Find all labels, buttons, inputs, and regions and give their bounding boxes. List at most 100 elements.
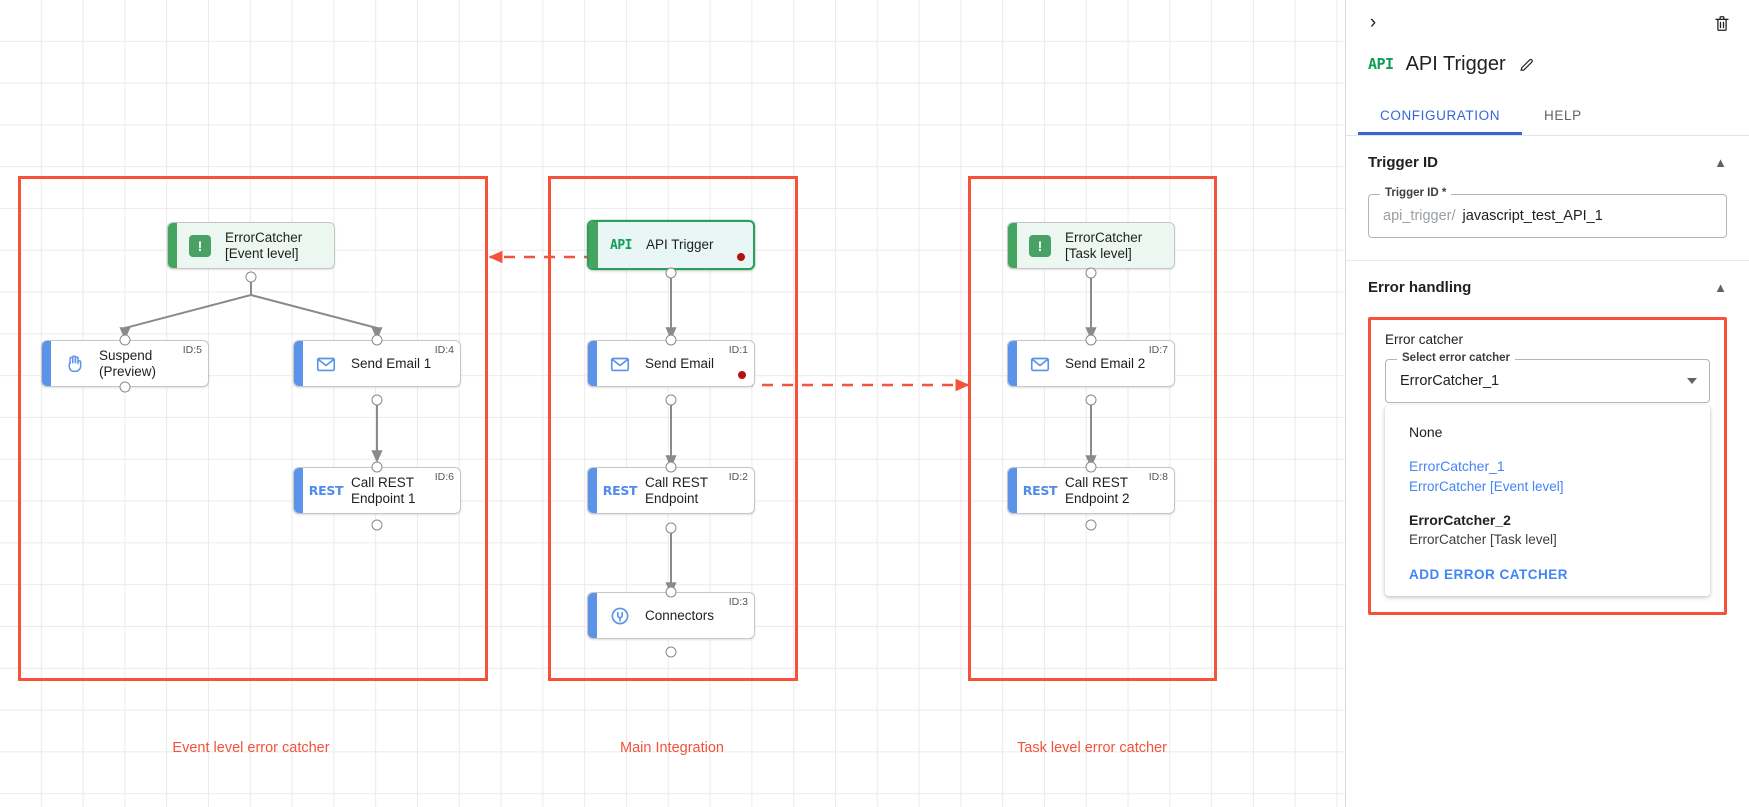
- trigger-id-prefix: api_trigger/: [1383, 208, 1456, 224]
- port-in[interactable]: [1085, 461, 1097, 473]
- port-out[interactable]: [245, 271, 257, 283]
- task-level-group-label: Task level error catcher: [1017, 740, 1167, 756]
- select-error-catcher-label: Select error catcher: [1397, 352, 1516, 364]
- panel-header: API API Trigger: [1346, 46, 1749, 82]
- port-out[interactable]: [371, 394, 383, 406]
- page-title: API Trigger: [1405, 52, 1506, 75]
- trigger-id-input[interactable]: javascript_test_API_1: [1462, 208, 1603, 224]
- section-title: Trigger ID: [1368, 153, 1439, 171]
- node-details-panel: › API API Trigger CONFIGURATION HEL: [1345, 0, 1749, 807]
- error-catcher-icon: !: [1023, 234, 1057, 257]
- chevron-up-icon[interactable]: ▲: [1714, 154, 1727, 170]
- port-in[interactable]: [665, 461, 677, 473]
- task-level-group[interactable]: [968, 176, 1217, 681]
- node-api-trigger[interactable]: API API Trigger: [587, 220, 755, 270]
- main-integration-group-label: Main Integration: [620, 740, 724, 756]
- option-errorcatcher-1[interactable]: ErrorCatcher_1 ErrorCatcher [Event level…: [1385, 449, 1710, 503]
- node-label: Connectors: [645, 607, 715, 623]
- error-handling-section: Error handling ▲ Error catcher Select er…: [1346, 261, 1749, 616]
- node-id-badge: ID:8: [1148, 471, 1168, 483]
- error-catcher-dropdown[interactable]: None ErrorCatcher_1 ErrorCatcher [Event …: [1385, 405, 1710, 597]
- node-connectors[interactable]: Connectors ID:3: [587, 592, 755, 639]
- select-error-catcher[interactable]: Select error catcher ErrorCatcher_1: [1385, 352, 1710, 403]
- node-label: Send Email 1: [351, 355, 432, 371]
- api-icon: API: [1368, 55, 1394, 73]
- node-call-rest-endpoint-1[interactable]: REST Call REST Endpoint 1 ID:6: [293, 467, 461, 514]
- error-indicator-dot: [738, 371, 746, 379]
- chevron-down-icon[interactable]: [1687, 378, 1697, 384]
- node-accent-stripe: [588, 468, 597, 513]
- tab-help[interactable]: HELP: [1522, 98, 1604, 135]
- node-label: ErrorCatcher [Task level]: [1065, 229, 1143, 261]
- option-label: ErrorCatcher_2: [1409, 512, 1511, 529]
- node-label: Call REST Endpoint 1: [351, 474, 416, 506]
- port-in[interactable]: [119, 334, 131, 346]
- port-out[interactable]: [665, 646, 677, 658]
- error-indicator-dot: [737, 253, 745, 261]
- port-out[interactable]: [665, 394, 677, 406]
- node-label: API Trigger: [646, 237, 714, 253]
- error-handling-section-header[interactable]: Error handling ▲: [1368, 261, 1727, 313]
- event-level-group[interactable]: [18, 176, 488, 681]
- collapse-panel-icon[interactable]: ›: [1358, 8, 1388, 38]
- event-level-group-label: Event level error catcher: [172, 740, 330, 756]
- node-accent-stripe: [294, 341, 303, 386]
- trigger-id-field[interactable]: Trigger ID * api_trigger/ javascript_tes…: [1368, 187, 1727, 238]
- node-call-rest-endpoint-2[interactable]: REST Call REST Endpoint 2 ID:8: [1007, 467, 1175, 514]
- node-label: Send Email: [645, 355, 715, 371]
- workflow-canvas[interactable]: Event level error catcher Main Integrati…: [0, 0, 1345, 807]
- node-accent-stripe: [42, 341, 51, 386]
- edit-pencil-icon[interactable]: [1518, 56, 1535, 73]
- port-in[interactable]: [371, 334, 383, 346]
- envelope-icon: [1023, 353, 1057, 375]
- hand-icon: [57, 353, 91, 374]
- node-accent-stripe: [588, 341, 597, 386]
- port-in[interactable]: [371, 461, 383, 473]
- node-errorcatcher-task-level[interactable]: ! ErrorCatcher [Task level]: [1007, 222, 1175, 269]
- node-id-badge: ID:6: [434, 471, 454, 483]
- option-none[interactable]: None: [1385, 415, 1710, 449]
- node-send-email-1[interactable]: Send Email 1 ID:4: [293, 340, 461, 387]
- port-out[interactable]: [1085, 519, 1097, 531]
- add-error-catcher-button[interactable]: ADD ERROR CATCHER: [1409, 567, 1568, 583]
- node-label: ErrorCatcher [Event level]: [225, 229, 303, 261]
- error-catcher-box: Error catcher Select error catcher Error…: [1368, 317, 1727, 616]
- node-suspend-preview[interactable]: Suspend (Preview) ID:5: [41, 340, 209, 387]
- node-label: Send Email 2: [1065, 355, 1146, 371]
- option-sublabel: ErrorCatcher [Task level]: [1409, 532, 1557, 548]
- option-errorcatcher-2[interactable]: ErrorCatcher_2 ErrorCatcher [Task level]: [1385, 503, 1710, 557]
- port-out[interactable]: [1085, 267, 1097, 279]
- port-in[interactable]: [665, 586, 677, 598]
- node-label: Suspend (Preview): [99, 347, 157, 379]
- section-title: Error handling: [1368, 278, 1472, 296]
- panel-toolbar: ›: [1346, 0, 1749, 46]
- delete-icon[interactable]: [1707, 8, 1737, 38]
- envelope-icon: [309, 353, 343, 375]
- error-catcher-title: Error catcher: [1385, 332, 1464, 347]
- select-error-catcher-value: ErrorCatcher_1: [1400, 373, 1500, 389]
- port-out[interactable]: [1085, 394, 1097, 406]
- port-out[interactable]: [665, 267, 677, 279]
- port-out[interactable]: [119, 381, 131, 393]
- node-send-email[interactable]: Send Email ID:1: [587, 340, 755, 387]
- main-integration-group[interactable]: [548, 176, 798, 681]
- trigger-id-section-header[interactable]: Trigger ID ▲: [1368, 136, 1727, 188]
- node-id-badge: ID:7: [1148, 344, 1168, 356]
- node-accent-stripe: [1008, 223, 1017, 268]
- port-out[interactable]: [665, 522, 677, 534]
- port-in[interactable]: [1085, 334, 1097, 346]
- node-errorcatcher-event-level[interactable]: ! ErrorCatcher [Event level]: [167, 222, 335, 269]
- port-out[interactable]: [371, 519, 383, 531]
- api-icon: API: [610, 237, 632, 253]
- panel-tabs: CONFIGURATION HELP: [1346, 98, 1749, 136]
- chevron-up-icon[interactable]: ▲: [1714, 279, 1727, 295]
- envelope-icon: [603, 353, 637, 375]
- node-id-badge: ID:2: [728, 471, 748, 483]
- port-in[interactable]: [665, 334, 677, 346]
- node-call-rest-endpoint[interactable]: REST Call REST Endpoint ID:2: [587, 467, 755, 514]
- option-label: ErrorCatcher_1: [1409, 458, 1505, 475]
- node-send-email-2[interactable]: Send Email 2 ID:7: [1007, 340, 1175, 387]
- option-label: None: [1409, 424, 1443, 440]
- tab-configuration[interactable]: CONFIGURATION: [1358, 98, 1523, 135]
- node-id-badge: ID:3: [728, 596, 748, 608]
